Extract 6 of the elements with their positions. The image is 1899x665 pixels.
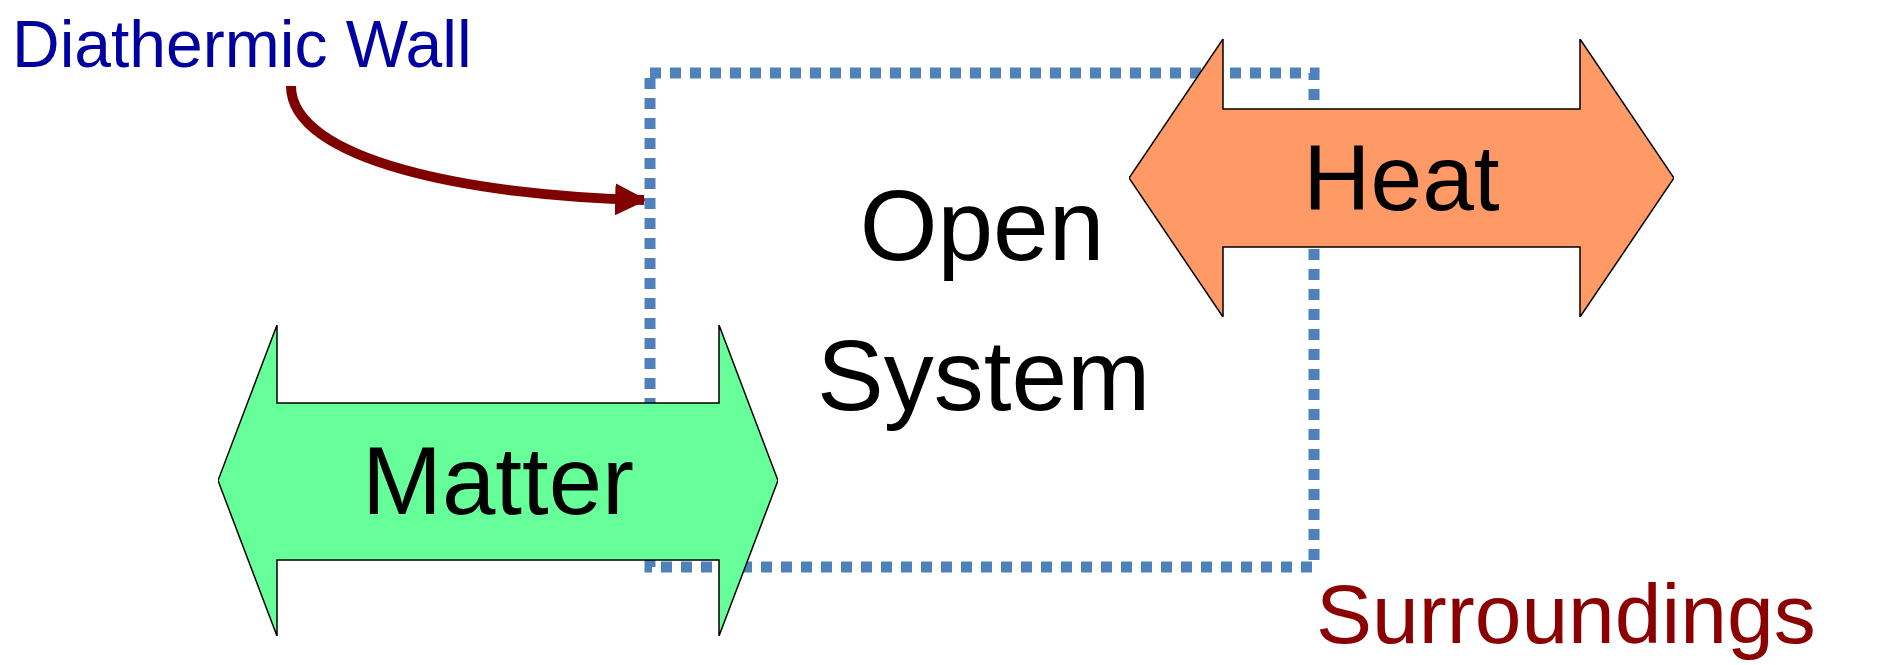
curved-arrow xyxy=(286,85,648,215)
system-label: Open System xyxy=(817,168,1147,433)
arrow-label: Heat xyxy=(1303,131,1500,225)
wall-label: Diathermic Wall xyxy=(12,6,472,83)
surroundings-label: Surroundings xyxy=(1316,568,1816,661)
arrow-label: Matter xyxy=(361,432,635,529)
